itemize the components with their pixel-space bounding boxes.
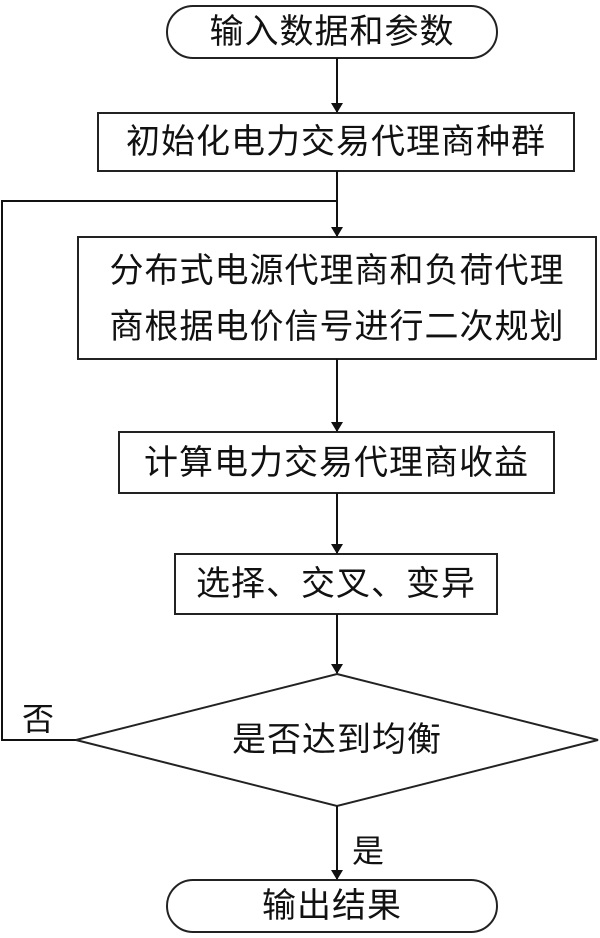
equilibrium-decision-label: 是否达到均衡 bbox=[232, 720, 442, 760]
end-node bbox=[166, 879, 498, 933]
genetic-ops-label: 选择、交叉、变异 bbox=[196, 564, 476, 604]
compute-revenue-label: 计算电力交易代理商收益 bbox=[144, 442, 529, 483]
compute-revenue-node bbox=[118, 431, 555, 494]
init-population-label: 初始化电力交易代理商种群 bbox=[126, 122, 546, 162]
start-node bbox=[166, 5, 498, 59]
secondary-planning-label-line1: 分布式电源代理商和负荷代理 bbox=[109, 251, 565, 291]
init-population-node bbox=[97, 112, 575, 172]
end-label: 输出结果 bbox=[262, 886, 402, 926]
no-branch-label: 否 bbox=[22, 700, 55, 738]
loop-back-no-path bbox=[1, 200, 337, 741]
secondary-planning-label-line2: 商根据电价信号进行二次规划 bbox=[109, 307, 565, 347]
secondary-planning-node bbox=[77, 236, 597, 360]
start-label: 输入数据和参数 bbox=[209, 12, 455, 52]
yes-branch-label: 是 bbox=[352, 832, 385, 870]
